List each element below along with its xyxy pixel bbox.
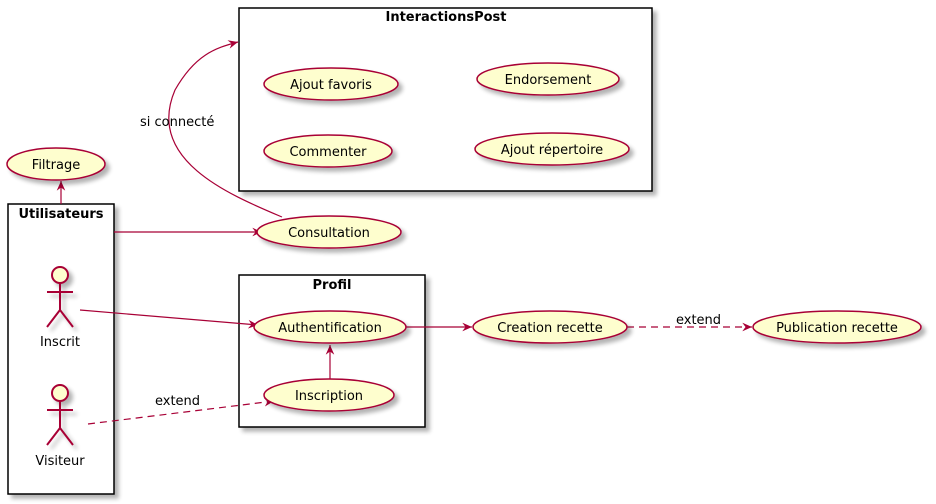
usecase-label: Consultation bbox=[288, 226, 370, 241]
usecase-endorsement: Endorsement bbox=[476, 62, 620, 96]
usecase-label: Commenter bbox=[289, 145, 367, 160]
usecase-label: Authentification bbox=[278, 321, 382, 336]
actor-label-inscrit: Inscrit bbox=[40, 335, 80, 350]
usecase-label: Filtrage bbox=[32, 158, 80, 173]
actor-label-visiteur: Visiteur bbox=[35, 454, 85, 469]
package-utilisateurs: Utilisateurs bbox=[7, 203, 115, 495]
edge-inscrit-authentification bbox=[79, 309, 259, 329]
usecase-label: Ajout favoris bbox=[290, 78, 372, 93]
usecase-label: Ajout répertoire bbox=[501, 143, 603, 158]
edge-label-extend-visiteur: extend bbox=[155, 394, 200, 409]
edge-consultation-interactionspost bbox=[168, 40, 283, 218]
package-title-profil: Profil bbox=[313, 278, 352, 293]
usecase-filtrage: Filtrage bbox=[6, 147, 106, 181]
edge-label-extend-publication: extend bbox=[676, 313, 721, 328]
actor-visiteur bbox=[46, 384, 74, 446]
usecase-publication-recette: Publication recette bbox=[752, 310, 922, 344]
usecase-label: Inscription bbox=[295, 389, 363, 404]
edges bbox=[56, 40, 752, 425]
usecase-label: Creation recette bbox=[497, 321, 603, 336]
usecase-creation-recette: Creation recette bbox=[472, 310, 628, 344]
actor-inscrit bbox=[46, 266, 74, 328]
usecase-label: Endorsement bbox=[505, 73, 592, 88]
package-title-interactionspost: InteractionsPost bbox=[385, 10, 506, 25]
usecase-consultation: Consultation bbox=[256, 215, 402, 249]
usecase-authentification: Authentification bbox=[253, 310, 407, 344]
usecase-ajout-favoris: Ajout favoris bbox=[263, 67, 399, 101]
usecase-inscription: Inscription bbox=[263, 378, 395, 412]
edge-visiteur-inscription bbox=[87, 397, 275, 425]
usecase-label: Publication recette bbox=[776, 321, 898, 336]
edge-label-si-connecte: si connecté bbox=[140, 115, 214, 130]
usecase-commenter: Commenter bbox=[263, 134, 393, 168]
usecase-ajout-repertoire: Ajout répertoire bbox=[474, 132, 630, 166]
package-title-utilisateurs: Utilisateurs bbox=[18, 207, 103, 222]
